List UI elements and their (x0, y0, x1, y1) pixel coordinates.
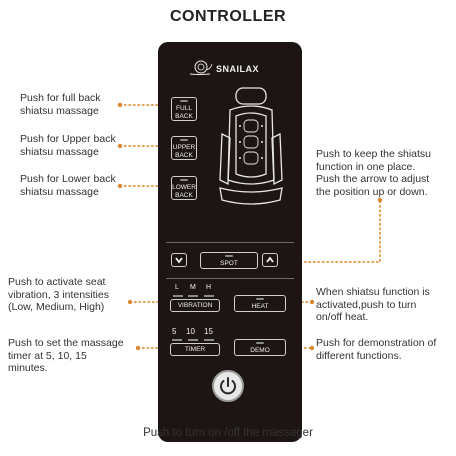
power-icon (220, 377, 236, 395)
led-indicator (180, 179, 188, 181)
led-indicator (180, 139, 188, 141)
vibration-level-low: L (175, 284, 179, 291)
note-full-back: Push for full back shiatsu massage (20, 92, 101, 117)
timer-button[interactable]: TIMER (170, 343, 220, 356)
timer-value-10: 10 (186, 327, 195, 336)
note-timer: Push to set the massage timer at 5, 10, … (8, 337, 124, 374)
vibration-level-medium: M (190, 284, 196, 291)
chevron-down-icon (175, 257, 183, 264)
divider (166, 242, 294, 243)
note-upper-back: Push for Upper back shiatsu massage (20, 133, 116, 158)
vibration-leds (172, 295, 218, 297)
power-button[interactable] (212, 370, 244, 402)
spot-down-button[interactable] (171, 253, 187, 267)
upper-back-button[interactable]: UPPER BACK (171, 136, 197, 160)
controller-panel: SNAILAX FULL BACK UPPER BACK LOWER BACK (158, 42, 302, 442)
vibration-button[interactable]: VIBRATION (170, 299, 220, 312)
spot-up-button[interactable] (262, 253, 278, 267)
heat-button[interactable]: HEAT (234, 295, 286, 312)
note-demo: Push for demonstration of different func… (316, 337, 437, 362)
full-back-button[interactable]: FULL BACK (171, 97, 197, 121)
lower-back-button[interactable]: LOWER BACK (171, 176, 197, 200)
note-spot: Push to keep the shiatsu function in one… (316, 148, 431, 198)
led-indicator (256, 342, 264, 344)
chevron-up-icon (266, 256, 274, 263)
spot-button[interactable]: SPOT (200, 252, 258, 269)
divider (166, 278, 294, 279)
brand-logo: SNAILAX (188, 58, 284, 80)
led-indicator (256, 298, 264, 300)
note-lower-back: Push for Lower back shiatsu massage (20, 173, 116, 198)
led-indicator (225, 255, 233, 257)
demo-button[interactable]: DEMO (234, 339, 286, 356)
note-power: Push to turn on /off the massager (143, 427, 313, 439)
note-heat: When shiatsu function is activated,push … (316, 286, 430, 323)
note-vibration: Push to activate seat vibration, 3 inten… (8, 276, 109, 313)
timer-value-15: 15 (204, 327, 213, 336)
vibration-level-high: H (206, 284, 212, 291)
brand-name: SNAILAX (216, 64, 260, 74)
timer-value-5: 5 (172, 327, 177, 336)
snail-logo-icon (189, 60, 213, 75)
massage-chair-icon (219, 87, 283, 205)
page-title: CONTROLLER (169, 8, 287, 25)
timer-leds (172, 339, 218, 341)
led-indicator (180, 100, 188, 102)
